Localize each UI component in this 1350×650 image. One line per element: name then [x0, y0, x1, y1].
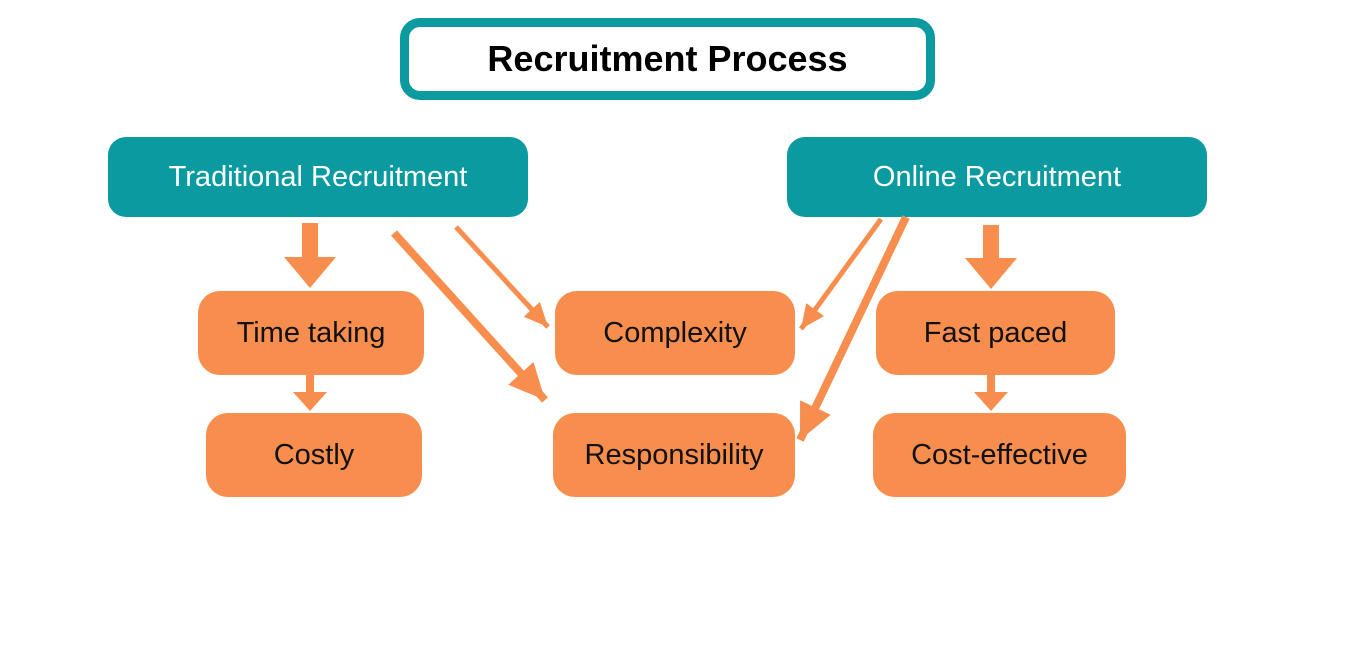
arrow-fast-paced-to-cost-effective	[974, 374, 1008, 411]
arrow-online-to-fast-paced	[965, 225, 1017, 289]
node-online-recruitment: Online Recruitment	[787, 137, 1207, 217]
node-costly: Costly	[206, 413, 422, 497]
arrow-online-to-complexity	[798, 217, 884, 331]
arrow-time-taking-to-costly	[293, 374, 327, 411]
node-time-taking: Time taking	[198, 291, 424, 375]
diagram-title-box: Recruitment Process	[400, 18, 935, 100]
node-traditional-recruitment: Traditional Recruitment	[108, 137, 528, 217]
node-fast-paced: Fast paced	[876, 291, 1115, 375]
arrow-traditional-to-time-taking	[284, 223, 336, 288]
arrow-traditional-to-complexity	[454, 225, 550, 329]
node-cost-effective: Cost-effective	[873, 413, 1126, 497]
diagram-title: Recruitment Process	[487, 38, 848, 79]
node-complexity: Complexity	[555, 291, 795, 375]
node-responsibility: Responsibility	[553, 413, 795, 497]
